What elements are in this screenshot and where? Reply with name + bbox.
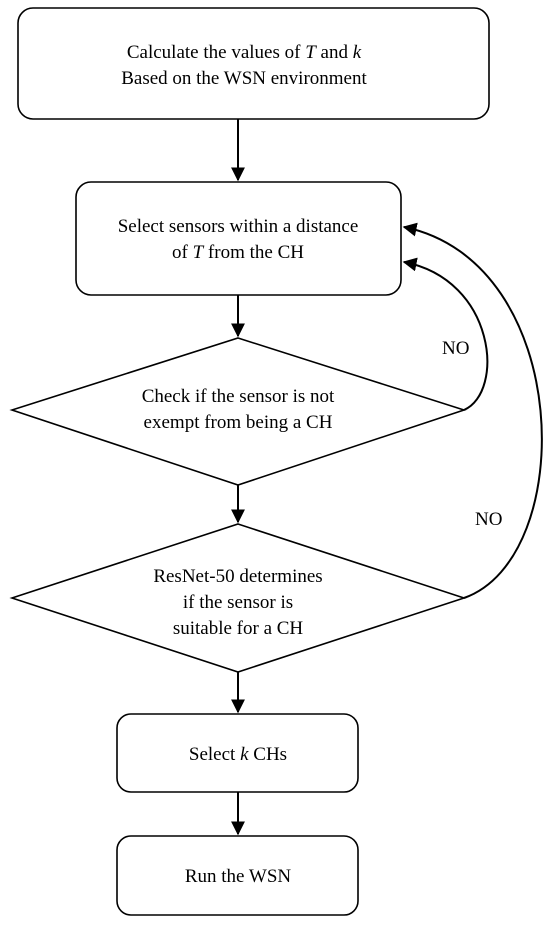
calc-var-t: T [305,42,317,63]
select-sensors-text-line2: of T from the CH [172,242,304,263]
calc-text-line2: Based on the WSN environment [121,68,367,89]
resnet-text-line3: suitable for a CH [173,618,304,639]
calc-line1-mid: and [316,42,353,63]
resnet-text-line1: ResNet-50 determines [153,566,322,587]
check-exempt-text-line2: exempt from being a CH [144,412,333,433]
run-box [116,835,359,916]
select-sensors-var-t: T [193,242,205,263]
calc-line1-pre: Calculate the values of [127,42,305,63]
select-k-node: Select k CHs [116,713,359,793]
run-node: Run the WSN [116,835,359,916]
select-sensors-text-line1: Select sensors within a distance [118,216,359,237]
arrow-no-loop-check [402,257,489,411]
select-sensors-line2-pre: of [172,242,193,263]
calc-box [17,7,490,120]
check-exempt-node: Check if the sensor is not exempt from b… [9,337,467,486]
resnet-text-line2: if the sensor is [183,592,293,613]
select-k-var: k [240,744,249,765]
select-k-pre: Select [189,744,240,765]
calc-node: Calculate the values of T and k Based on… [17,7,490,120]
no-label-check: NO [442,338,469,359]
select-sensors-box [75,181,402,296]
select-sensors-node: Select sensors within a distance of T fr… [75,181,402,296]
select-k-post: CHs [249,744,288,765]
select-k-text: Select k CHs [189,744,287,765]
calc-var-k: k [353,42,362,63]
select-sensors-line2-post: from the CH [203,242,304,263]
check-exempt-text-line1: Check if the sensor is not [142,386,335,407]
run-text: Run the WSN [185,866,292,887]
calc-text-line1: Calculate the values of T and k [127,42,362,63]
arrow-no-loop-resnet [402,222,543,599]
no-label-resnet: NO [475,509,502,530]
resnet-node: ResNet-50 determines if the sensor is su… [9,523,467,673]
